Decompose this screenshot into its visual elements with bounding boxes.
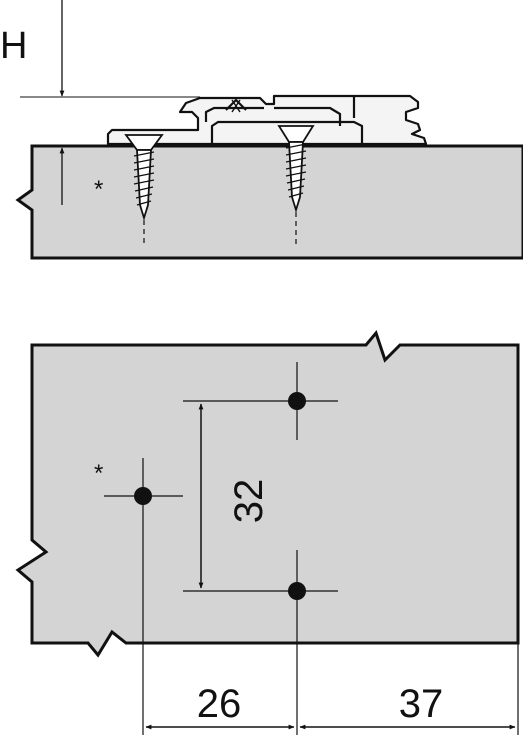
hole-asterisk: [134, 487, 152, 505]
height-label: H: [0, 25, 27, 67]
side-view: H *: [0, 0, 523, 260]
screw-left: [124, 134, 164, 244]
asterisk-side-view: *: [94, 176, 103, 203]
dim-26-label: 26: [197, 682, 242, 726]
dim-37-label: 37: [399, 682, 444, 726]
front-view: * 32 26 37: [15, 329, 520, 735]
hole-top: [288, 392, 306, 410]
dim-32-label: 32: [227, 479, 271, 524]
asterisk-front-view: *: [94, 460, 103, 487]
screw-right: [277, 125, 315, 244]
hole-bottom: [288, 582, 306, 600]
mounting-plate-profile: [106, 94, 428, 146]
